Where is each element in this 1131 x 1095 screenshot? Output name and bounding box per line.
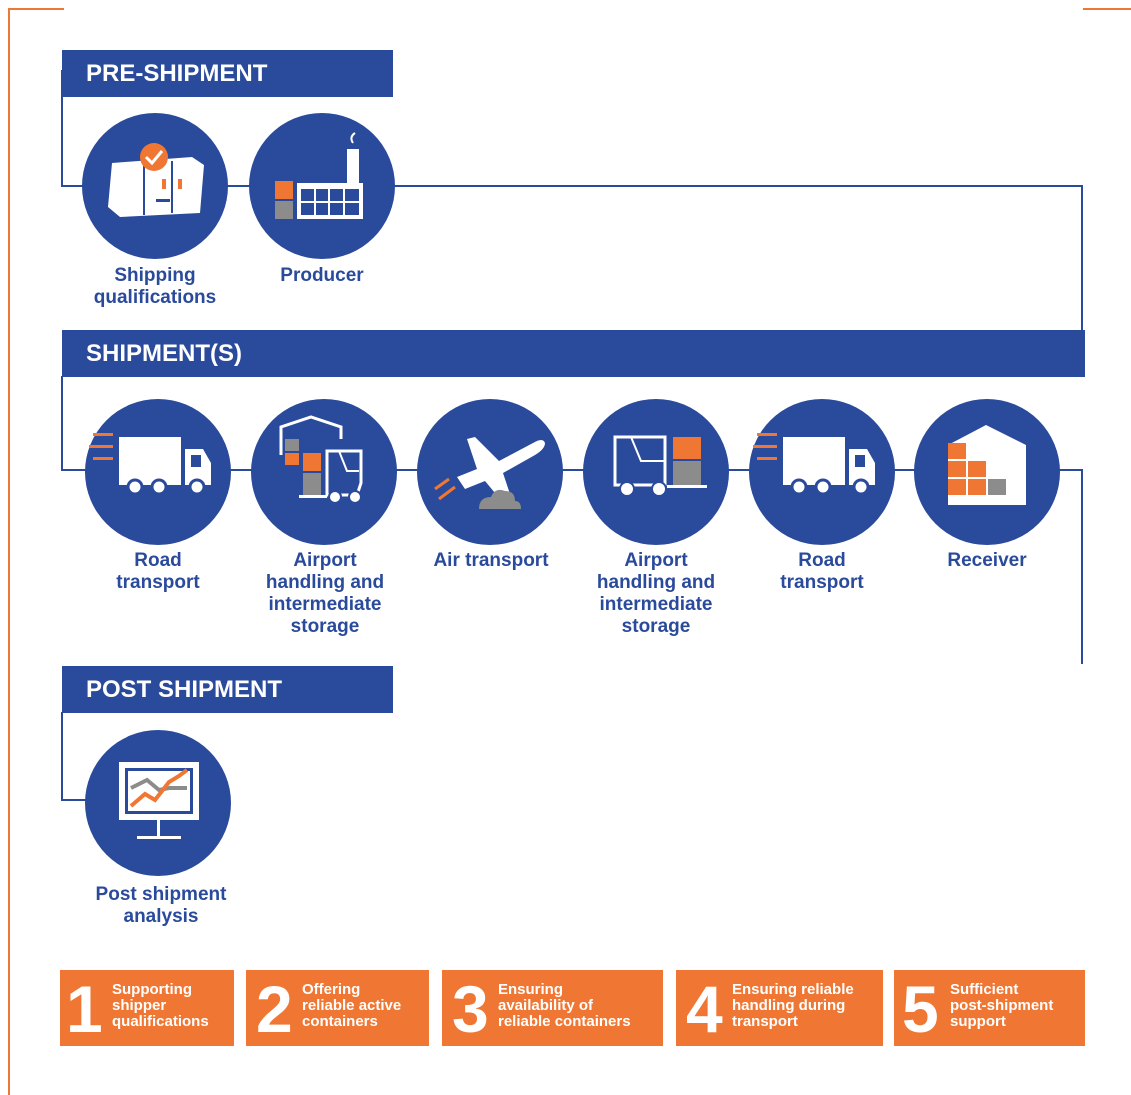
step-road-transport-2 — [749, 399, 895, 545]
badge-number: 2 — [256, 972, 293, 1046]
badge-text: Sufficient post-shipment support — [950, 981, 1054, 1030]
step-label-road-transport-2: Road transport — [780, 550, 864, 593]
step-label-receiver: Receiver — [947, 550, 1027, 571]
step-airport-handling-1 — [251, 399, 397, 545]
step-receiver — [914, 399, 1060, 545]
badge-4: 4 Ensuring reliable handling during tran… — [676, 970, 883, 1046]
badge-number: 5 — [902, 972, 939, 1046]
step-label-airport-handling-1: Airport handling and intermediate storag… — [265, 550, 385, 637]
step-label-airport-handling-2: Airport handling and intermediate storag… — [596, 550, 716, 637]
badge-number: 3 — [452, 972, 489, 1046]
section-header-pre-shipment: PRE-SHIPMENT — [62, 50, 393, 97]
airplane-icon — [434, 437, 545, 509]
badge-3: 3 Ensuring availability of reliable cont… — [442, 970, 663, 1046]
badge-2: 2 Offering reliable active containers — [246, 970, 429, 1046]
frame-top-right-line — [1083, 8, 1131, 10]
truck-icon — [753, 433, 875, 496]
warehouse-icon — [948, 425, 1026, 505]
chart-monitor-icon — [119, 762, 199, 839]
step-label-air-transport: Air transport — [433, 550, 549, 571]
section-header-post-shipment: POST SHIPMENT — [62, 666, 393, 713]
badge-text: Ensuring availability of reliable contai… — [498, 981, 631, 1030]
frame-left-line — [8, 8, 10, 1095]
step-road-transport-1 — [85, 399, 231, 545]
step-post-shipment-analysis — [85, 730, 231, 876]
section-header-shipments: SHIPMENT(S) — [62, 330, 1085, 377]
step-label-shipping-qualifications: Shipping qualifications — [93, 265, 217, 308]
badge-number: 4 — [686, 972, 723, 1046]
step-shipping-qualifications — [82, 113, 228, 259]
certified-container-icon — [108, 143, 204, 217]
badge-text: Offering reliable active containers — [302, 981, 402, 1030]
badge-5: 5 Sufficient post-shipment support — [894, 970, 1085, 1046]
forklift-icon — [613, 435, 707, 497]
badge-text: Supporting shipper qualifications — [112, 981, 209, 1030]
step-label-post-shipment-analysis: Post shipment analysis — [95, 884, 227, 927]
badge-text: Ensuring reliable handling during transp… — [732, 981, 854, 1030]
factory-icon — [275, 132, 363, 219]
step-airport-handling-2 — [583, 399, 729, 545]
truck-icon — [89, 433, 211, 496]
step-label-producer: Producer — [280, 265, 364, 286]
step-air-transport — [417, 399, 563, 545]
badge-1: 1 Supporting shipper qualifications — [60, 970, 234, 1046]
warehouse-forklift-icon — [279, 415, 363, 504]
badge-number: 1 — [66, 972, 103, 1046]
step-producer — [249, 113, 395, 259]
step-label-road-transport-1: Road transport — [116, 550, 200, 593]
frame-top-left-line — [8, 8, 64, 10]
